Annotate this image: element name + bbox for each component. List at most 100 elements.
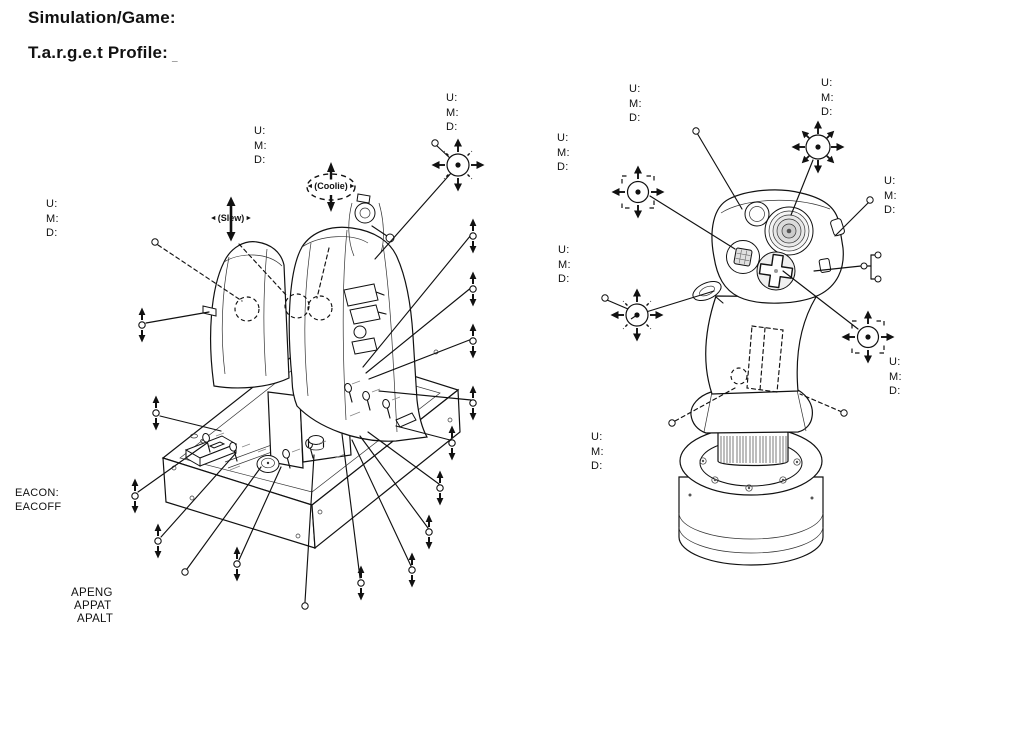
umd-down-label: D:: [821, 106, 833, 118]
dashed-trigger-zone: [746, 325, 784, 393]
callout-dot-icon: [840, 409, 848, 417]
umd-label-block: U: M: D:: [884, 174, 897, 218]
top-left-button: [744, 201, 770, 227]
callout-dot-icon: [874, 251, 882, 259]
umd-down-label: D:: [889, 385, 901, 397]
handle-pin: [202, 305, 217, 317]
side-button: [830, 218, 845, 237]
coolie-label: (Coolie): [314, 181, 348, 191]
callout-dot-icon: [874, 275, 882, 283]
umd-up-label: U:: [591, 431, 603, 443]
switch-position-terminal-icon: [132, 479, 139, 514]
trim-hat-wheel: [764, 206, 814, 256]
left-arrowhead-icon: ◄: [306, 182, 314, 190]
castle-hat-switch: [756, 251, 796, 291]
coolie-hat-label: ◄ (Coolie) ►: [291, 181, 371, 191]
switch-position-terminal-icon: [426, 515, 433, 550]
dashed-position-marker: [234, 296, 260, 322]
eight-way-hat-icon: [611, 289, 664, 342]
umd-middle-label: M:: [884, 189, 897, 202]
joystick-callout-lines: [606, 132, 876, 422]
simulation-game-heading: Simulation/Game:: [28, 8, 176, 27]
switch-position-terminal-icon: [470, 324, 477, 359]
umd-middle-label: M:: [889, 370, 902, 383]
stick-head: [711, 189, 845, 304]
autopilot-label-block: APENG APPAT APALT: [71, 587, 113, 626]
flaps-slider: [184, 435, 238, 467]
callout-dot-icon: [601, 294, 609, 302]
umd-label-block: U: M: D:: [629, 82, 642, 126]
joystick-drawing: [678, 189, 845, 566]
umd-middle-label: M:: [558, 258, 571, 271]
eac-label-block: EACON: EACOFF: [15, 486, 61, 514]
callout-dot-icon: [181, 568, 189, 576]
right-arrowhead-icon: ►: [348, 182, 356, 190]
appat-label: APPAT: [74, 600, 112, 612]
stick-base-drum: [678, 476, 824, 566]
callout-dot-icon: [692, 127, 700, 135]
eac-off-label: EACOFF: [15, 501, 62, 513]
umd-label-block: U: M: D:: [254, 124, 267, 168]
round-button-icon: [307, 435, 325, 451]
umd-down-label: D:: [557, 161, 569, 173]
knurled-collar: [717, 428, 789, 467]
profile-heading: T.a.r.g.e.t Profile:_: [28, 43, 178, 63]
umd-label-block: U: M: D:: [889, 355, 902, 399]
umd-down-label: D:: [591, 460, 603, 472]
umd-up-label: U:: [557, 132, 569, 144]
stick-handle: [705, 295, 818, 395]
umd-middle-label: M:: [591, 445, 604, 458]
switch-position-terminal-icon: [409, 553, 416, 588]
switch-position-terminal-icon: [155, 524, 162, 559]
throttle-callout-lines: [137, 144, 473, 603]
slew-control-label: ◄ (Slew) ►: [191, 213, 271, 223]
umd-down-label: D:: [558, 273, 570, 285]
umd-middle-label: M:: [254, 139, 267, 152]
umd-down-label: D:: [884, 204, 896, 216]
umd-label-block: U: M: D:: [46, 197, 59, 241]
target-profile-heading: T.a.r.g.e.t Profile:: [28, 43, 169, 62]
eight-way-hat-icon: [792, 121, 845, 174]
umd-label-block: U: M: D:: [558, 243, 571, 287]
dashed-position-marker: [284, 293, 310, 319]
switch-position-terminal-icon: [470, 219, 477, 254]
switch-position-terminal-icon: [234, 547, 241, 582]
left-throttle-handle: [202, 241, 290, 389]
callout-terminals: [132, 127, 882, 610]
handle-skirt: [690, 389, 813, 434]
profile-blank-line: _: [172, 52, 178, 63]
slew-label: (Slew): [217, 213, 245, 223]
switch-position-terminal-icon: [139, 308, 146, 343]
switch-position-terminal-icon: [470, 272, 477, 307]
callout-dot-icon: [860, 262, 868, 270]
apalt-label: APALT: [77, 613, 114, 625]
page-title: Simulation/Game:: [28, 8, 176, 28]
callout-dot-icon: [866, 196, 874, 204]
umd-up-label: U:: [558, 244, 570, 256]
callout-dot-icon: [431, 139, 439, 147]
coolie-hat-arrows: [306, 162, 356, 212]
dashed-position-marker: [730, 367, 748, 385]
umd-down-label: D:: [46, 227, 58, 239]
umd-middle-label: M:: [821, 91, 834, 104]
throttle-rear-mechanism: [343, 193, 395, 355]
umd-middle-label: M:: [629, 97, 642, 110]
umd-down-label: D:: [254, 154, 266, 166]
throttle-drawing: [161, 193, 461, 550]
square-thumb-button: [726, 240, 760, 274]
four-way-hat-icon: [842, 311, 895, 364]
left-arrowhead-icon: ◄: [209, 214, 217, 222]
rotary-knob-icon: [256, 455, 280, 473]
callout-dot-icon: [151, 238, 159, 246]
throttle-base-controls: [184, 380, 417, 473]
eight-way-hat-icon: [432, 139, 485, 192]
umd-up-label: U:: [446, 92, 458, 104]
umd-middle-label: M:: [46, 212, 59, 225]
umd-label-block: U: M: D:: [446, 91, 459, 135]
callout-dot-icon: [301, 602, 309, 610]
umd-middle-label: M:: [446, 106, 459, 119]
umd-up-label: U:: [254, 125, 266, 137]
umd-up-label: U:: [46, 198, 58, 210]
umd-down-label: D:: [629, 112, 641, 124]
